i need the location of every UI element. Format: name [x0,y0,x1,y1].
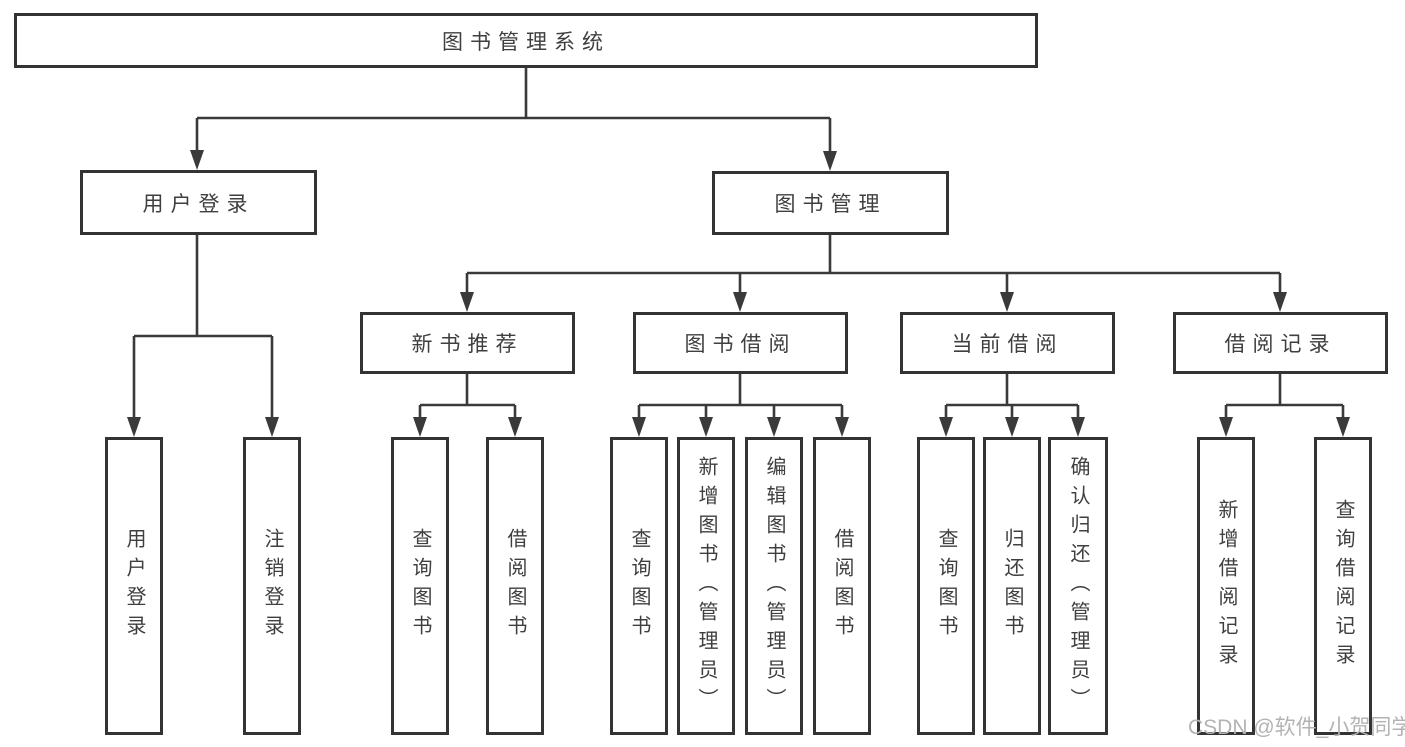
node-borrow-records: 借阅记录 [1173,312,1388,374]
leaf-br-query-record: 查询借阅记录 [1314,437,1372,735]
leaf-nb-borrow-books: 借阅图书 [486,437,544,735]
leaf-bb-add-books: 新增图书（管理员） [677,437,735,735]
node-current-borrow: 当前借阅 [900,312,1115,374]
leaf-label: 借阅图书 [831,528,853,644]
leaf-label: 编辑图书（管理员） [763,455,785,717]
leaf-label: 确认归还（管理员） [1067,455,1089,717]
watermark: CSDN @软件_小贺同学 [1188,716,1405,739]
leaf-label: 注销登录 [261,528,283,644]
leaf-nb-query-books: 查询图书 [391,437,449,735]
leaf-label: 查询图书 [935,528,957,644]
leaf-label: 新增借阅记录 [1215,499,1237,673]
leaf-label: 用户登录 [123,528,145,644]
leaf-label: 借阅图书 [504,528,526,644]
node-user-login: 用户登录 [80,170,317,235]
node-book-management: 图书管理 [712,171,949,235]
leaf-bb-edit-books: 编辑图书（管理员） [745,437,803,735]
leaf-logout: 注销登录 [243,437,301,735]
leaf-bb-query-books: 查询图书 [610,437,668,735]
leaf-cb-return-books: 归还图书 [983,437,1041,735]
leaf-br-add-record: 新增借阅记录 [1197,437,1255,735]
leaf-cb-query-books: 查询图书 [917,437,975,735]
node-book-borrow: 图书借阅 [633,312,848,374]
leaf-label: 查询图书 [628,528,650,644]
leaf-label: 查询图书 [409,528,431,644]
node-root: 图书管理系统 [14,13,1038,68]
leaf-label: 新增图书（管理员） [695,455,717,717]
leaf-label: 查询借阅记录 [1332,499,1354,673]
leaf-label: 归还图书 [1001,528,1023,644]
node-new-book-recommend: 新书推荐 [360,312,575,374]
leaf-user-login: 用户登录 [105,437,163,735]
leaf-bb-borrow-books: 借阅图书 [813,437,871,735]
leaf-cb-confirm-return: 确认归还（管理员） [1048,437,1108,735]
